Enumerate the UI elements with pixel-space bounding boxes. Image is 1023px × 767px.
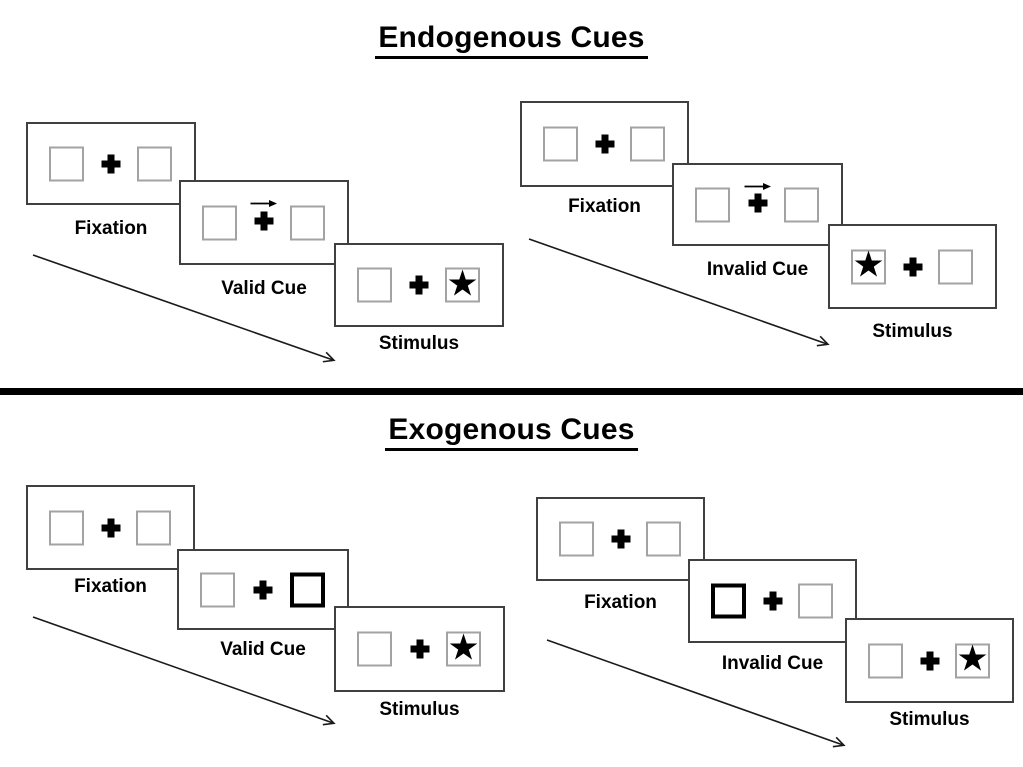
- fixation-cross-icon: [101, 154, 121, 173]
- valid-cue-screen: [177, 549, 349, 630]
- left-placeholder-box: [357, 631, 392, 667]
- stimulus-screen: ★: [334, 606, 505, 692]
- fixation-screen: [26, 122, 196, 205]
- sequence-order-arrow: [546, 639, 846, 748]
- step-label: Valid Cue: [221, 278, 307, 299]
- sequence-order-arrow: [32, 254, 336, 363]
- star-target-icon: ★: [446, 263, 479, 304]
- right-target-box: ★: [445, 263, 480, 304]
- invalid-cue-screen: [672, 163, 843, 246]
- fixation-cross-icon: [611, 529, 630, 549]
- step-label: Fixation: [74, 218, 148, 239]
- section-title-text: Endogenous Cues: [375, 20, 648, 59]
- step-label: Invalid Cue: [706, 259, 809, 280]
- step-label: Fixation: [74, 576, 147, 597]
- fixation-cross-icon: [903, 257, 922, 276]
- step-label: Invalid Cue: [721, 653, 824, 674]
- left-placeholder-box: [868, 643, 903, 678]
- section-title-exogenous: Exogenous Cues: [0, 412, 1023, 451]
- step-label: Stimulus: [378, 333, 460, 354]
- star-target-icon: ★: [956, 638, 989, 680]
- step-label: Fixation: [584, 592, 657, 613]
- fixation-cross-icon: [254, 211, 274, 230]
- star-target-icon: ★: [852, 244, 885, 286]
- fixation-cross-icon: [748, 193, 767, 212]
- left-target-box: ★: [851, 244, 886, 286]
- right-placeholder-box: [630, 126, 665, 162]
- step-label: Stimulus: [889, 709, 970, 730]
- right-placeholder-box: [646, 521, 681, 557]
- right-cued-box: [290, 572, 325, 607]
- cue-direction-arrow-icon: [744, 183, 771, 190]
- left-placeholder-box: [49, 146, 84, 181]
- right-placeholder-box: [137, 146, 172, 181]
- fixation-cross-icon: [253, 580, 273, 599]
- fixation-cross-icon: [920, 651, 939, 670]
- section-title-text: Exogenous Cues: [385, 412, 638, 451]
- fixation-cross-icon: [595, 134, 614, 154]
- right-placeholder-box: [136, 510, 171, 545]
- step-label: Valid Cue: [220, 639, 306, 660]
- section-title-endogenous: Endogenous Cues: [0, 20, 1023, 59]
- left-placeholder-box: [695, 187, 730, 222]
- fixation-screen: [536, 497, 705, 581]
- stimulus-screen: ★: [334, 243, 504, 327]
- fixation-cross-icon: [101, 518, 120, 537]
- stimulus-screen: ★: [828, 224, 997, 309]
- fixation-cross-icon: [409, 275, 429, 295]
- section-divider: [0, 388, 1023, 395]
- left-cued-box: [711, 583, 746, 619]
- cue-direction-arrow-icon: [250, 200, 277, 207]
- fixation-screen: [26, 485, 195, 570]
- fixation-screen: [520, 101, 689, 187]
- step-label: Stimulus: [379, 699, 460, 720]
- right-target-box: ★: [446, 627, 481, 668]
- sequence-order-arrow: [528, 238, 830, 347]
- right-placeholder-box: [784, 187, 819, 222]
- right-placeholder-box: [798, 583, 833, 619]
- step-label: Fixation: [568, 196, 641, 217]
- step-label: Stimulus: [872, 321, 953, 342]
- right-placeholder-box: [938, 249, 973, 284]
- right-target-box: ★: [955, 638, 990, 680]
- star-target-icon: ★: [447, 627, 480, 668]
- fixation-cross-icon: [410, 639, 429, 659]
- left-placeholder-box: [200, 572, 235, 607]
- left-placeholder-box: [559, 521, 594, 557]
- valid-cue-screen: [179, 180, 349, 265]
- fixation-cross-icon: [763, 591, 782, 611]
- left-placeholder-box: [357, 267, 392, 303]
- left-placeholder-box: [202, 205, 237, 240]
- left-placeholder-box: [543, 126, 578, 162]
- invalid-cue-screen: [688, 559, 857, 643]
- sequence-order-arrow: [32, 616, 336, 726]
- right-placeholder-box: [290, 205, 325, 240]
- left-placeholder-box: [49, 510, 84, 545]
- stimulus-screen: ★: [845, 618, 1014, 703]
